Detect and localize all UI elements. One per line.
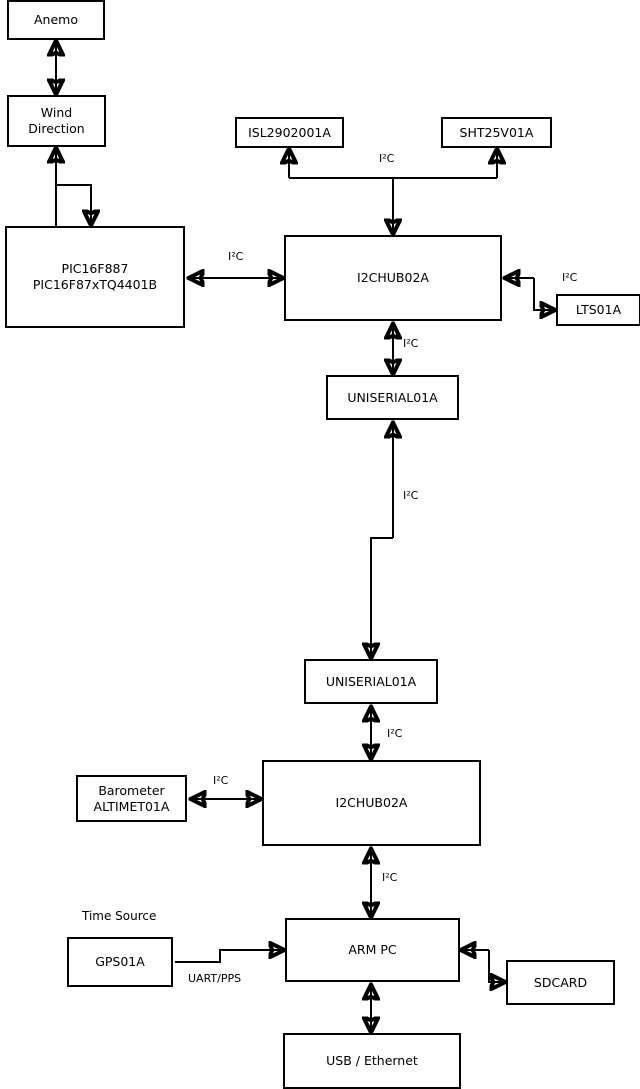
node-isl2902001a[interactable]: ISL2902001A: [235, 117, 344, 148]
edge-label-i2c-uniserial-uniserial: I²C: [403, 489, 419, 502]
node-barometer-altimet01a[interactable]: Barometer ALTIMET01A: [76, 775, 187, 822]
node-i2chub02a-top[interactable]: I2CHUB02A: [284, 235, 502, 321]
node-i2chub02a-bottom-label: I2CHUB02A: [335, 795, 408, 811]
node-wind-direction-label: Wind Direction: [28, 105, 85, 136]
node-sdcard[interactable]: SDCARD: [506, 960, 615, 1005]
edge-label-i2c-lts: I²C: [562, 271, 578, 284]
edge-label-i2c-pic-hub: I²C: [228, 250, 244, 263]
node-i2chub02a-top-label: I2CHUB02A: [357, 270, 429, 286]
node-arm-pc-label: ARM PC: [348, 942, 397, 958]
node-uniserial01a-lower-label: UNISERIAL01A: [325, 673, 417, 689]
edge-label-i2c-hub-uniserial: I²C: [403, 337, 419, 350]
node-usb-ethernet[interactable]: USB / Ethernet: [283, 1033, 461, 1089]
node-i2chub02a-bottom[interactable]: I2CHUB02A: [262, 760, 481, 846]
edge-label-i2c-barometer-hub: I²C: [213, 774, 229, 787]
node-wind-direction[interactable]: Wind Direction: [7, 95, 106, 147]
node-barometer-altimet01a-label: Barometer ALTIMET01A: [93, 782, 170, 814]
label-time-source: Time Source: [82, 909, 157, 923]
node-sdcard-label: SDCARD: [533, 974, 588, 990]
node-lts01a[interactable]: LTS01A: [556, 294, 640, 326]
wire-hub-lts-out: [533, 278, 554, 310]
node-usb-ethernet-label: USB / Ethernet: [326, 1053, 418, 1069]
node-gps01a[interactable]: GPS01A: [67, 937, 173, 987]
node-arm-pc[interactable]: ARM PC: [285, 918, 460, 982]
wire-gps-arm: [175, 950, 283, 963]
node-pic-microcontroller-label: PIC16F887 PIC16F87xTQ4401B: [32, 261, 158, 292]
node-anemo[interactable]: Anemo: [7, 0, 105, 40]
node-sht25v01a-label: SHT25V01A: [459, 124, 534, 140]
node-lts01a-label: LTS01A: [575, 302, 622, 318]
node-isl2902001a-label: ISL2902001A: [248, 124, 331, 140]
node-uniserial01a-upper-label: UNISERIAL01A: [347, 389, 438, 405]
node-uniserial01a-upper[interactable]: UNISERIAL01A: [326, 375, 459, 420]
wire-uniup-unilo-down: [371, 537, 393, 657]
node-pic-microcontroller[interactable]: PIC16F887 PIC16F87xTQ4401B: [5, 226, 185, 328]
node-gps01a-label: GPS01A: [95, 954, 145, 970]
edge-label-i2c-uniserial-hub: I²C: [387, 727, 403, 740]
node-uniserial01a-lower[interactable]: UNISERIAL01A: [304, 659, 438, 704]
node-sht25v01a[interactable]: SHT25V01A: [441, 117, 552, 148]
edge-label-i2c-hub-arm: I²C: [382, 871, 398, 884]
node-anemo-label: Anemo: [34, 12, 78, 28]
wire-wind-pic-down: [56, 184, 91, 224]
edge-label-uart-pps: UART/PPS: [188, 972, 242, 985]
wire-arm-sdcard-out: [488, 950, 504, 982]
edge-label-i2c-top-branch: I²C: [379, 152, 395, 165]
